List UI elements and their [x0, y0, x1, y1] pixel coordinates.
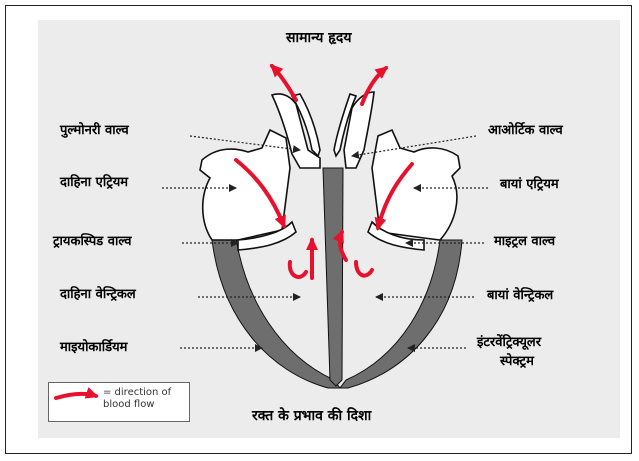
label-aortic-valve: आओर्टिक वाल्व	[488, 123, 563, 139]
diagram-panel	[38, 20, 620, 438]
label-myocardium: माइयोकार्डियम	[60, 340, 127, 356]
label-pulmonary-valve: पुल्मोनरी वाल्व	[60, 123, 129, 139]
label-mitral-valve: माइट्रल वाल्व	[494, 234, 555, 250]
diagram-caption: रक्त के प्रभाव की दिशा	[252, 408, 371, 424]
label-left-atrium: बायां एट्रियम	[500, 177, 559, 193]
diagram-title: सामान्य हृदय	[286, 30, 351, 46]
label-tricuspid-valve: ट्रायकस्पिड वाल्व	[53, 234, 131, 250]
label-right-atrium: दाहिना एट्रियम	[60, 175, 128, 191]
label-interventricular-line1: इंटरवेंट्रिक्यूलर	[477, 335, 541, 351]
legend-box: = direction of blood flow	[48, 382, 190, 422]
label-right-ventricle: दाहिना वेन्ट्रिकल	[60, 287, 136, 303]
label-left-ventricle: बायां वेन्ट्रिकल	[487, 288, 553, 304]
legend-text: = direction of blood flow	[103, 387, 187, 411]
label-interventricular-line2: स्पेक्ट्रम	[500, 354, 534, 370]
